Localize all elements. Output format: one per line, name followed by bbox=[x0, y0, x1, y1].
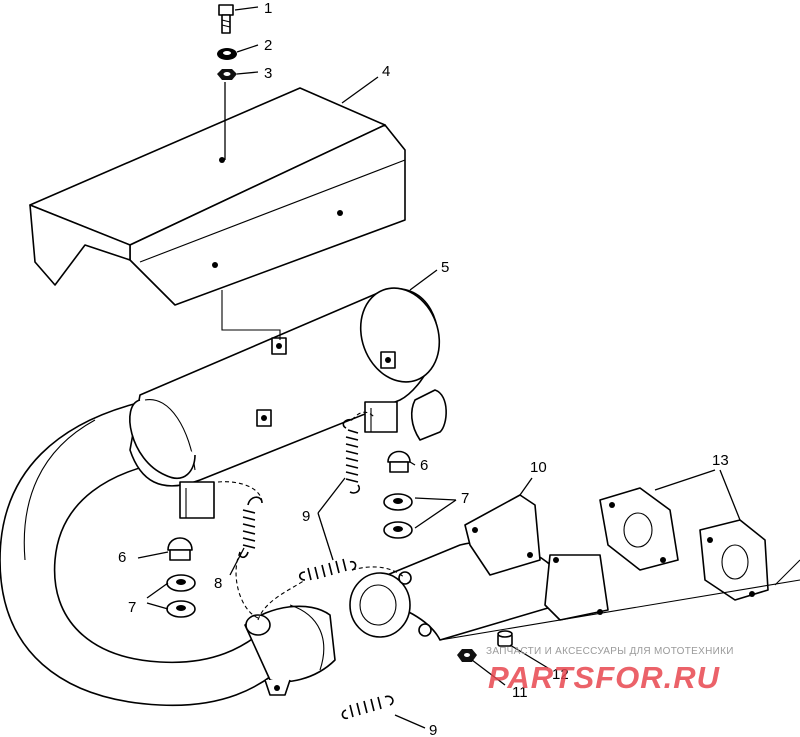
silencer bbox=[129, 287, 447, 519]
grommet-6 bbox=[167, 537, 193, 561]
callout-7b: 7 bbox=[128, 599, 136, 616]
callout-9b: 9 bbox=[429, 722, 437, 737]
callout-8: 8 bbox=[214, 575, 222, 592]
gasket bbox=[699, 519, 769, 601]
washer-7 bbox=[383, 521, 413, 539]
callout-12: 12 bbox=[552, 666, 569, 683]
silencer-bracket bbox=[179, 481, 215, 519]
callout-4: 4 bbox=[382, 63, 390, 80]
washer-7 bbox=[383, 493, 413, 511]
nut-11 bbox=[457, 649, 477, 662]
shield-clip bbox=[271, 337, 287, 355]
watermark-tagline: ЗАПЧАСТИ И АКСЕССУАРЫ ДЛЯ МОТОТЕХНИКИ bbox=[486, 646, 734, 657]
spacer-12 bbox=[497, 630, 513, 647]
shield-clip bbox=[380, 351, 396, 369]
callout-6b: 6 bbox=[118, 549, 126, 566]
silencer-bracket bbox=[364, 401, 398, 433]
callout-3: 3 bbox=[264, 65, 272, 82]
shield-bolt-hole bbox=[219, 157, 225, 163]
watermark-logo: PARTSFOR.RU bbox=[488, 660, 721, 695]
callout-6a: 6 bbox=[420, 457, 428, 474]
washer-7 bbox=[166, 574, 196, 592]
heat-shield bbox=[29, 87, 406, 306]
callout-9a: 9 bbox=[302, 508, 310, 525]
callout-10: 10 bbox=[530, 459, 547, 476]
bolt-1 bbox=[218, 4, 234, 16]
callout-2: 2 bbox=[264, 37, 272, 54]
callout-1: 1 bbox=[264, 0, 272, 17]
spring-9 bbox=[342, 418, 361, 494]
shield-clip bbox=[256, 409, 272, 427]
exhaust-manifold bbox=[349, 494, 609, 641]
leader-lines bbox=[137, 6, 741, 729]
shield-fasteners bbox=[217, 4, 237, 160]
callout-11: 11 bbox=[512, 684, 528, 701]
exhaust-pipe bbox=[0, 399, 336, 707]
washer-7 bbox=[166, 600, 196, 618]
grommet-6 bbox=[387, 450, 411, 473]
gasket bbox=[599, 487, 679, 571]
shield-mount-hole bbox=[337, 210, 343, 216]
callout-7a: 7 bbox=[461, 490, 469, 507]
spring-8 bbox=[238, 496, 263, 559]
shield-mount-hole bbox=[212, 262, 218, 268]
spring-9 bbox=[341, 695, 394, 720]
spring-9 bbox=[298, 558, 357, 581]
callout-5: 5 bbox=[441, 259, 449, 276]
callout-13: 13 bbox=[712, 452, 729, 469]
